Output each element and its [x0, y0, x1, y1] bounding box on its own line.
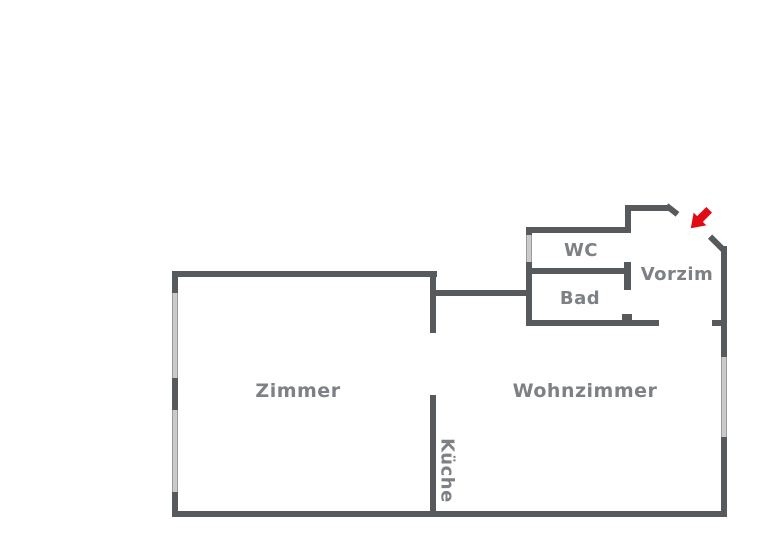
wall-corridor — [436, 290, 532, 296]
wall-divider-zimmer-upper — [430, 271, 436, 333]
window-wc — [526, 235, 532, 262]
wall-kueche-partition — [430, 395, 436, 517]
wall-wc-bad-divider — [526, 268, 631, 274]
wall-divider-stub — [624, 262, 631, 290]
room-label-vorzim: Vorzim — [640, 264, 714, 285]
window-left-lower — [172, 410, 178, 492]
wall-nook-chamfer — [664, 203, 680, 217]
wall-vorzim-bottom-stub — [712, 320, 727, 326]
window-left-upper — [172, 293, 178, 378]
wall-left-seg1 — [172, 271, 178, 293]
wall-nook-left — [625, 205, 631, 233]
wall-left-seg3 — [172, 492, 178, 517]
room-label-bad: Bad — [559, 288, 601, 309]
wall-wc-top — [526, 227, 631, 233]
room-label-wohnzimmer: Wohnzimmer — [512, 380, 658, 402]
room-label-zimmer: Zimmer — [255, 380, 341, 402]
window-right — [721, 357, 727, 437]
wall-bad-bottom — [526, 320, 659, 326]
wall-right-seg1 — [721, 246, 727, 357]
wall-bad-door-stub — [622, 314, 632, 320]
wall-nook-top — [625, 205, 670, 211]
room-label-wc: WC — [563, 240, 599, 261]
entrance-arrow-icon — [690, 206, 713, 229]
room-label-kueche: Küche — [436, 438, 458, 503]
wall-top-zimmer — [172, 271, 437, 277]
wall-left-seg2 — [172, 378, 178, 410]
wall-right-seg2 — [721, 437, 727, 517]
wall-bad-left — [526, 262, 532, 324]
wall-bottom — [172, 511, 727, 517]
